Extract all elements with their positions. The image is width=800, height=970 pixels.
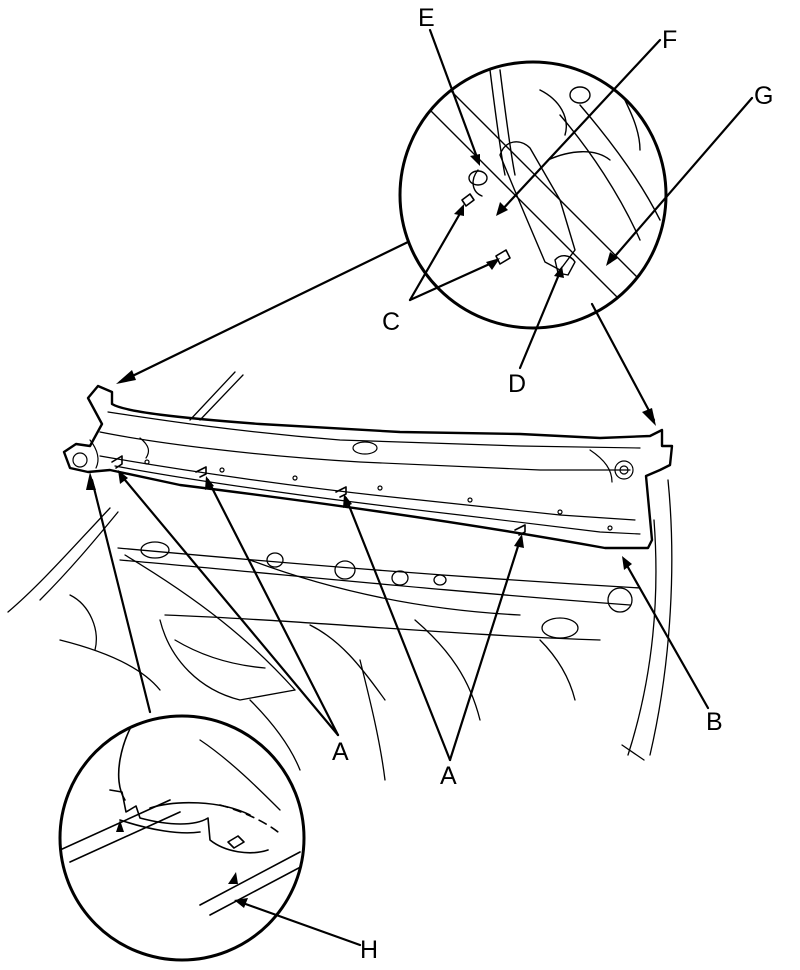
label-d: D [508,370,526,398]
cowl-cover-panel [62,384,674,550]
detail-circle-top [398,60,668,330]
detail-circle-bottom [58,714,306,962]
label-g: G [754,82,773,110]
label-a-left: A [332,738,349,766]
callout-labels: E F G C D B A A H [332,4,773,964]
leader-lines [90,28,754,947]
engine-bay-background [7,371,673,811]
cowl-clip-markers [111,455,526,536]
label-c: C [382,308,400,336]
label-h: H [360,936,378,964]
label-e: E [418,4,435,32]
arrow-heads [86,154,656,908]
label-f: F [662,26,677,54]
label-a-right: A [440,762,457,790]
cowl-cover-details [72,411,641,535]
label-b: B [706,708,723,736]
